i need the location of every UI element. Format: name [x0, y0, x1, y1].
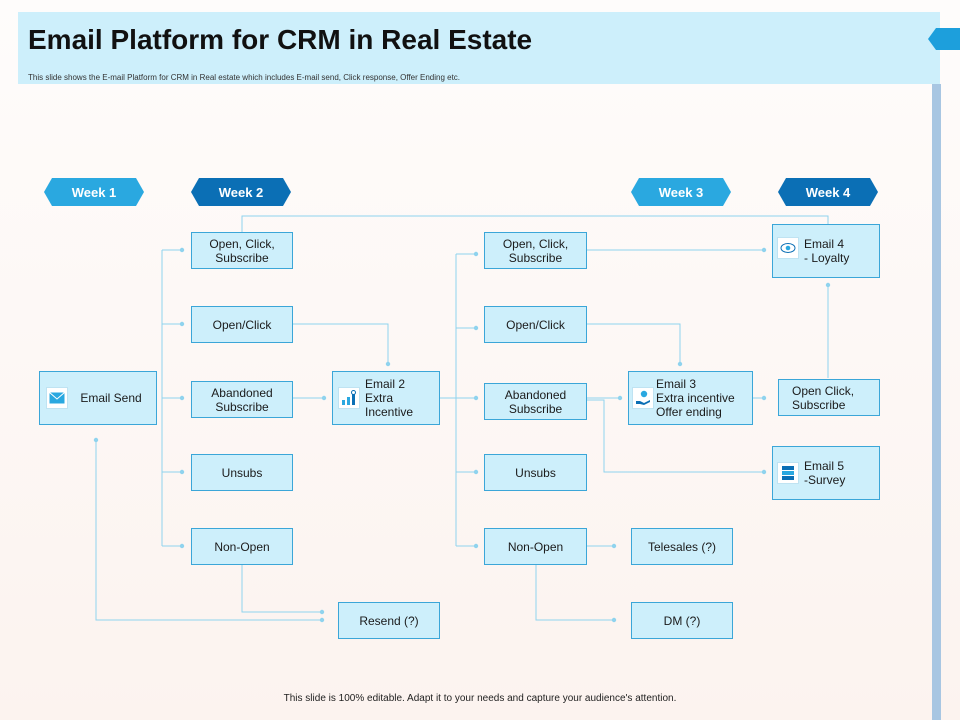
email-3-label: Email 3 Extra incentive Offer ending [656, 377, 735, 419]
page-subtitle: This slide shows the E-mail Platform for… [28, 73, 461, 82]
w2-open-click-node: Open/Click [191, 306, 293, 343]
week-4-banner: Week 4 [778, 178, 878, 206]
week-2-banner: Week 2 [191, 178, 291, 206]
w4-open-click-subscribe-node: Open Click, Subscribe [778, 379, 880, 416]
telesales-node: Telesales (?) [631, 528, 733, 565]
week-1-banner: Week 1 [44, 178, 144, 206]
email-2-label: Email 2 Extra Incentive [365, 377, 414, 419]
email-3-node: Email 3 Extra incentive Offer ending [628, 371, 753, 425]
w2-open-click-subscribe-node: Open, Click, Subscribe [191, 232, 293, 269]
resend-node: Resend (?) [338, 602, 440, 639]
w2-abandoned-subscribe-node: Abandoned Subscribe [191, 381, 293, 418]
w3-open-click-node: Open/Click [484, 306, 587, 343]
email-4-label: Email 4 - Loyalty [804, 237, 850, 265]
w4-open-click-subscribe-label: Open Click, Subscribe [792, 383, 855, 412]
growth-chart-icon [338, 387, 360, 409]
page-title: Email Platform for CRM in Real Estate [28, 24, 533, 55]
envelope-icon [46, 387, 68, 409]
w2-unsubs-node: Unsubs [191, 454, 293, 491]
w3-non-open-node: Non-Open [484, 528, 587, 565]
dm-node: DM (?) [631, 602, 733, 639]
email-5-label: Email 5 -Survey [804, 459, 846, 487]
email-4-node: Email 4 - Loyalty [772, 224, 880, 278]
email-2-node: Email 2 Extra Incentive [332, 371, 440, 425]
week-3-banner: Week 3 [631, 178, 731, 206]
hand-money-icon [632, 387, 654, 409]
email-send-node: Email Send [39, 371, 157, 425]
w2-non-open-node: Non-Open [191, 528, 293, 565]
w3-unsubs-node: Unsubs [484, 454, 587, 491]
eye-icon [777, 237, 799, 259]
right-accent-bar [932, 84, 941, 720]
email-send-label: Email Send [80, 391, 142, 405]
header-banner: Email Platform for CRM in Real Estate Th… [18, 12, 940, 84]
email-5-node: Email 5 -Survey [772, 446, 880, 500]
w3-abandoned-subscribe-node: Abandoned Subscribe [484, 383, 587, 420]
footer-note: This slide is 100% editable. Adapt it to… [283, 693, 677, 704]
w3-open-click-subscribe-node: Open, Click, Subscribe [484, 232, 587, 269]
header-tab-marker [928, 28, 960, 50]
server-icon [777, 462, 799, 484]
